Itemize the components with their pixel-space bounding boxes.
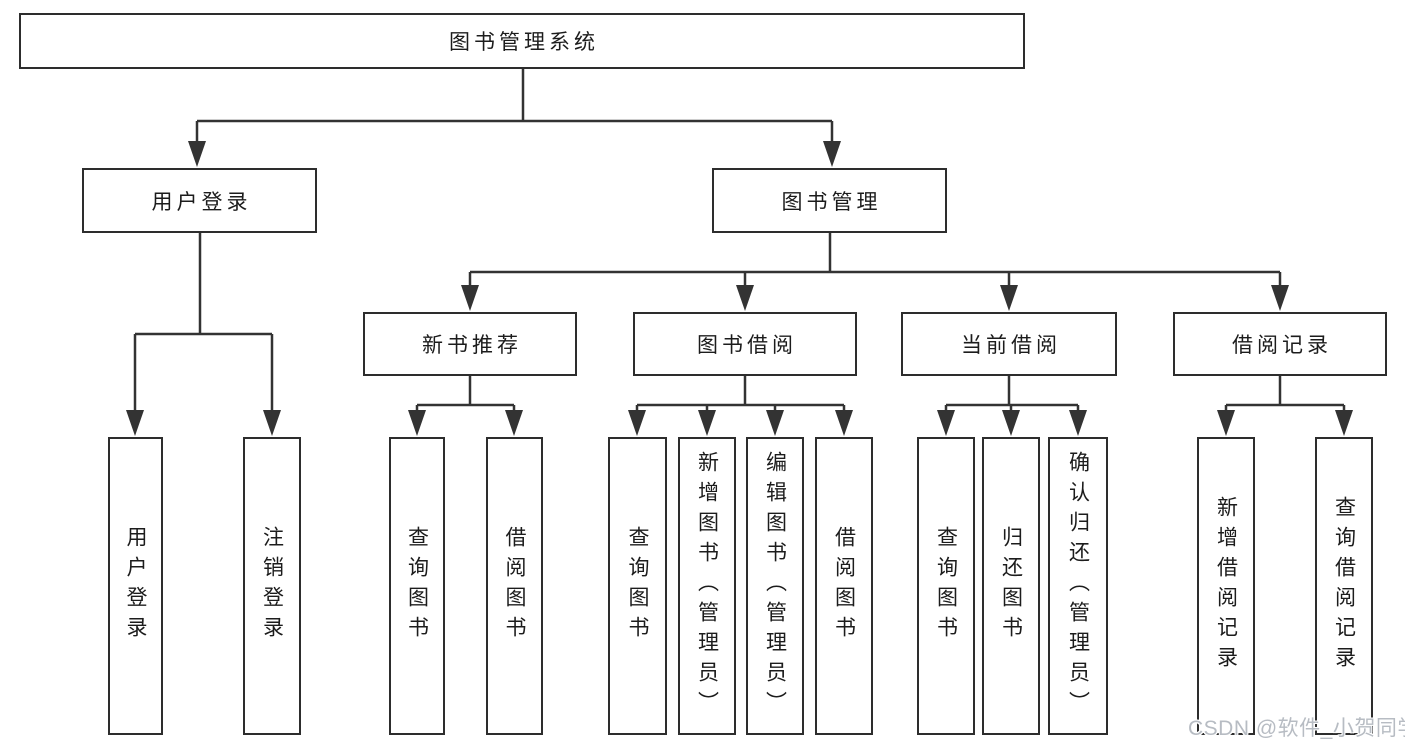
node-current-borrow: 当前借阅: [901, 312, 1117, 376]
leaf-current-confirm-return: 确认归还（管理员）: [1048, 437, 1108, 735]
leaf-current-query-book-label: 查询图书: [934, 526, 958, 646]
leaf-current-query-book: 查询图书: [917, 437, 975, 735]
leaf-records-add-record: 新增借阅记录: [1197, 437, 1255, 735]
leaf-user-login-label: 用户登录: [124, 526, 147, 646]
arrow-down-icons: [126, 141, 1353, 436]
leaf-recommend-query-book: 查询图书: [389, 437, 445, 735]
leaf-records-query-record-label: 查询借阅记录: [1332, 496, 1356, 676]
leaf-borrow-borrow-book: 借阅图书: [815, 437, 873, 735]
leaf-borrow-borrow-book-label: 借阅图书: [832, 526, 856, 646]
leaf-borrow-add-book-label: 新增图书（管理员）: [695, 451, 719, 721]
node-new-book-recommend: 新书推荐: [363, 312, 577, 376]
leaf-current-return-book-label: 归还图书: [999, 526, 1023, 646]
node-borrow-records: 借阅记录: [1173, 312, 1387, 376]
csdn-watermark: CSDN @软件_小贺同学: [1188, 717, 1405, 740]
leaf-recommend-borrow-book: 借阅图书: [486, 437, 543, 735]
node-root-library-system: 图书管理系统: [19, 13, 1025, 69]
leaf-borrow-query-book-label: 查询图书: [626, 526, 649, 646]
leaf-borrow-add-book: 新增图书（管理员）: [678, 437, 736, 735]
node-book-management: 图书管理: [712, 168, 947, 233]
leaf-user-login: 用户登录: [108, 437, 163, 735]
leaf-records-add-record-label: 新增借阅记录: [1214, 496, 1238, 676]
node-user-login: 用户登录: [82, 168, 317, 233]
leaf-borrow-query-book: 查询图书: [608, 437, 667, 735]
leaf-logout-label: 注销登录: [260, 526, 284, 646]
leaf-recommend-query-book-label: 查询图书: [405, 526, 429, 646]
leaf-records-query-record: 查询借阅记录: [1315, 437, 1373, 735]
leaf-borrow-edit-book-label: 编辑图书（管理员）: [763, 451, 787, 721]
leaf-logout: 注销登录: [243, 437, 301, 735]
node-book-borrow: 图书借阅: [633, 312, 857, 376]
leaf-current-return-book: 归还图书: [982, 437, 1040, 735]
leaf-current-confirm-return-label: 确认归还（管理员）: [1066, 451, 1090, 721]
leaf-borrow-edit-book: 编辑图书（管理员）: [746, 437, 804, 735]
leaf-recommend-borrow-book-label: 借阅图书: [503, 526, 526, 646]
